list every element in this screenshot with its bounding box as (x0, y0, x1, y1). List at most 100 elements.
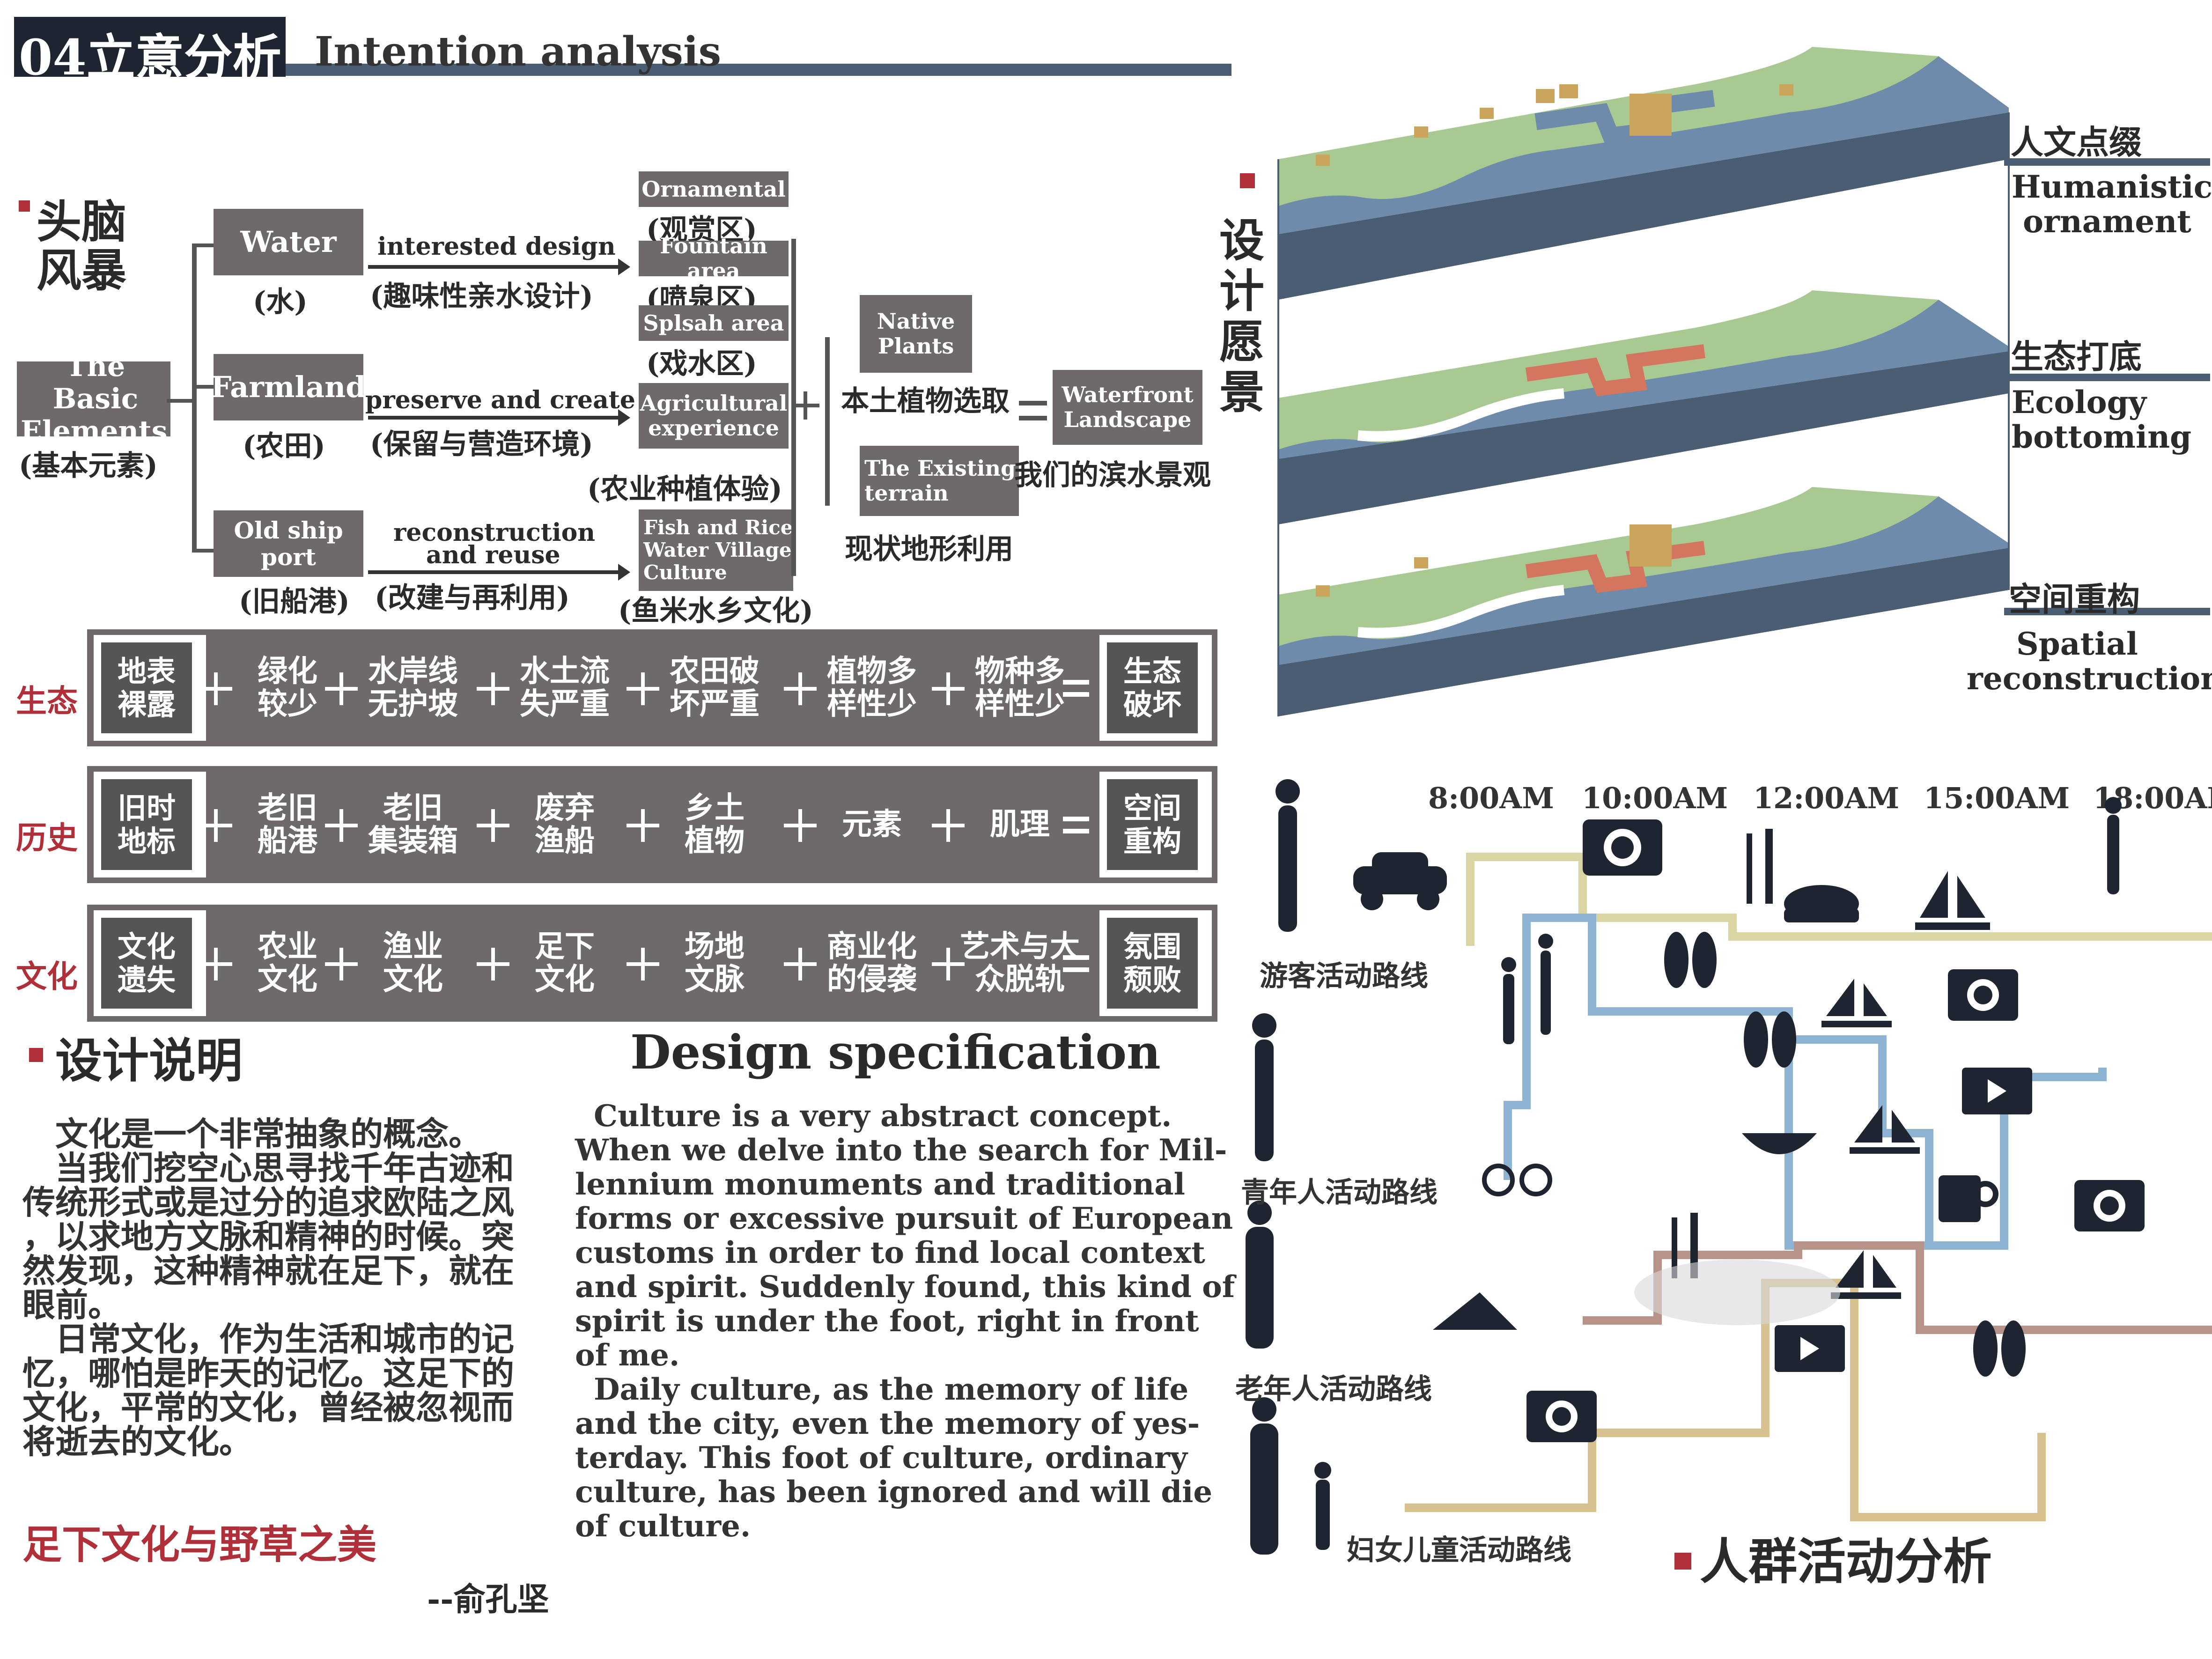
equals-icon (1063, 829, 1089, 833)
result-fishrice-en-line3: Culture (643, 561, 727, 584)
waterfront-box: Waterfront Landscape (1053, 370, 1202, 445)
activity-routes-diagram (1246, 779, 2212, 1555)
chain-item-text: 老旧 (383, 790, 443, 826)
time-label: 8:00AM (1428, 781, 1555, 815)
chain-row-label: 文化 (16, 958, 78, 995)
result-agricultural-en-line2: experience (648, 415, 779, 441)
action-water-cn: (趣味性亲水设计) (370, 280, 593, 313)
layer-indicator-line (2004, 374, 2210, 381)
equals-icon (1063, 967, 1089, 972)
chain-item: 绿化较少 (227, 648, 348, 728)
result-fishrice-en-line2: Water Village (643, 538, 792, 561)
chain-item: 水土流失严重 (504, 648, 626, 728)
branch-oldport-cn: (旧船港) (239, 585, 350, 618)
plus-icon (932, 672, 965, 705)
result-splash-cn: (戏水区) (646, 347, 757, 380)
fork-knife-icon (1747, 829, 1773, 904)
vision-title-char: 景 (1219, 366, 1264, 419)
waterfront-en-line2: Landscape (1063, 407, 1192, 432)
elderly-person-icon (1246, 1201, 1274, 1349)
chain-item-text: 文化 (258, 962, 317, 997)
film-icon (1962, 1068, 2032, 1114)
person-icon (1501, 957, 1516, 1044)
time-label: 10:00AM (1582, 781, 1728, 815)
building-icon (1630, 524, 1672, 567)
layer-ecology-en-line1: Ecology (2012, 384, 2147, 420)
basic-elements-cn: (基本元素) (19, 450, 158, 482)
chain-item: 老旧集装箱 (352, 785, 474, 864)
connector (167, 399, 195, 403)
layer-ecology-en-line2: bottoming (2012, 419, 2192, 455)
chain-item-text: 样性少 (827, 686, 917, 722)
vision-layer-humanistic (1278, 47, 2009, 300)
chain-item-text: 样性少 (975, 686, 1065, 722)
chain-end-text: 重构 (1123, 824, 1181, 858)
connector (192, 243, 197, 553)
car-icon (1353, 852, 1447, 910)
design-cn-line: 将逝去的文化。 (22, 1422, 252, 1461)
chain-item: 足下文化 (504, 923, 626, 1003)
design-en-line: When we delve into the search for Mil- (575, 1133, 1227, 1168)
connector (825, 337, 830, 506)
equals-icon (1063, 955, 1089, 960)
shadow-area (1634, 1260, 1840, 1325)
quote-author: --俞孔坚 (427, 1581, 549, 1618)
chain-start-box: 旧时地标 (101, 779, 192, 870)
chain-end-box: 氛围颓败 (1107, 918, 1198, 1009)
chain-item-text: 水岸线 (368, 653, 458, 689)
header-english-title: Intention analysis (315, 28, 722, 75)
connector (791, 239, 796, 576)
chain-item-text: 文化 (535, 962, 595, 997)
connector (804, 391, 807, 420)
plus-icon (627, 948, 659, 981)
chain-item-text: 失严重 (520, 686, 610, 722)
chain-item: 乡土植物 (654, 785, 775, 864)
chain-item-text: 文脉 (685, 962, 745, 997)
chain-item: 农业文化 (227, 923, 348, 1003)
plus-icon (199, 809, 232, 842)
layer-humanistic-en-line2: ornament (2023, 203, 2191, 240)
route-label: 青年人活动路线 (1241, 1176, 1438, 1209)
plus-icon (477, 809, 509, 842)
chain-row-label: 历史 (16, 819, 78, 856)
chain-item-text: 坏严重 (670, 686, 759, 722)
chain-item: 植物多样性少 (811, 648, 933, 728)
chain-item-text: 老旧 (258, 790, 317, 826)
chain-start-text: 遗失 (117, 963, 176, 997)
vision-layer-ecology (1278, 290, 2009, 524)
vision-title-char: 设 (1219, 214, 1264, 267)
action-oldport-cn: (改建与再利用) (375, 582, 570, 614)
chain-item-text: 肌理 (990, 806, 1050, 842)
header-title-box (14, 17, 286, 77)
design-cn-line: 日常文化，作为生活和城市的记 (55, 1320, 514, 1358)
design-en-line: spirit is under the foot, right in front (575, 1304, 1199, 1339)
chain-item: 废弃渔船 (504, 785, 626, 864)
result-fishrice-cn: (鱼米水乡文化) (618, 595, 813, 627)
layer-spatial-en-line2: reconstruction (1967, 660, 2212, 697)
result-agricultural-en-line1: Agricultural (640, 391, 788, 416)
chain-start-text: 文化 (117, 929, 176, 964)
route-label: 游客活动路线 (1260, 960, 1428, 993)
flip-flop-icon (1973, 1320, 2026, 1377)
plus-icon (477, 948, 509, 981)
layer-humanistic-cn: 人文点缀 (2011, 123, 2142, 162)
action-farmland-en: preserve and create (365, 386, 635, 414)
vision-title-char: 计 (1219, 265, 1264, 317)
plus-icon (784, 809, 817, 842)
waterfront-cn: 我们的滨水景观 (1014, 459, 1211, 492)
sailboat-icon (1850, 1105, 1920, 1154)
result-splash-box: Splsah area (639, 305, 789, 341)
chain-item-text: 物种多 (975, 653, 1065, 689)
branch-water-cn: (水) (253, 286, 308, 318)
layer-spatial-cn: 空间重构 (2009, 580, 2140, 619)
chain-end-text: 空间 (1123, 790, 1181, 825)
design-cn-line: ，以求地方文脉和精神的时候。突 (22, 1217, 514, 1256)
design-en-line: lennium monuments and traditional (575, 1167, 1185, 1202)
chain-item: 商业化的侵袭 (811, 923, 933, 1003)
chain-item-text: 艺术与大 (960, 929, 1080, 964)
plus-icon (199, 672, 232, 705)
chain-item-text: 农田破 (670, 653, 759, 689)
branch-oldport-box: Old ship port (214, 510, 363, 577)
bullet-square (19, 200, 30, 212)
chain-start-text: 地表 (117, 654, 176, 688)
